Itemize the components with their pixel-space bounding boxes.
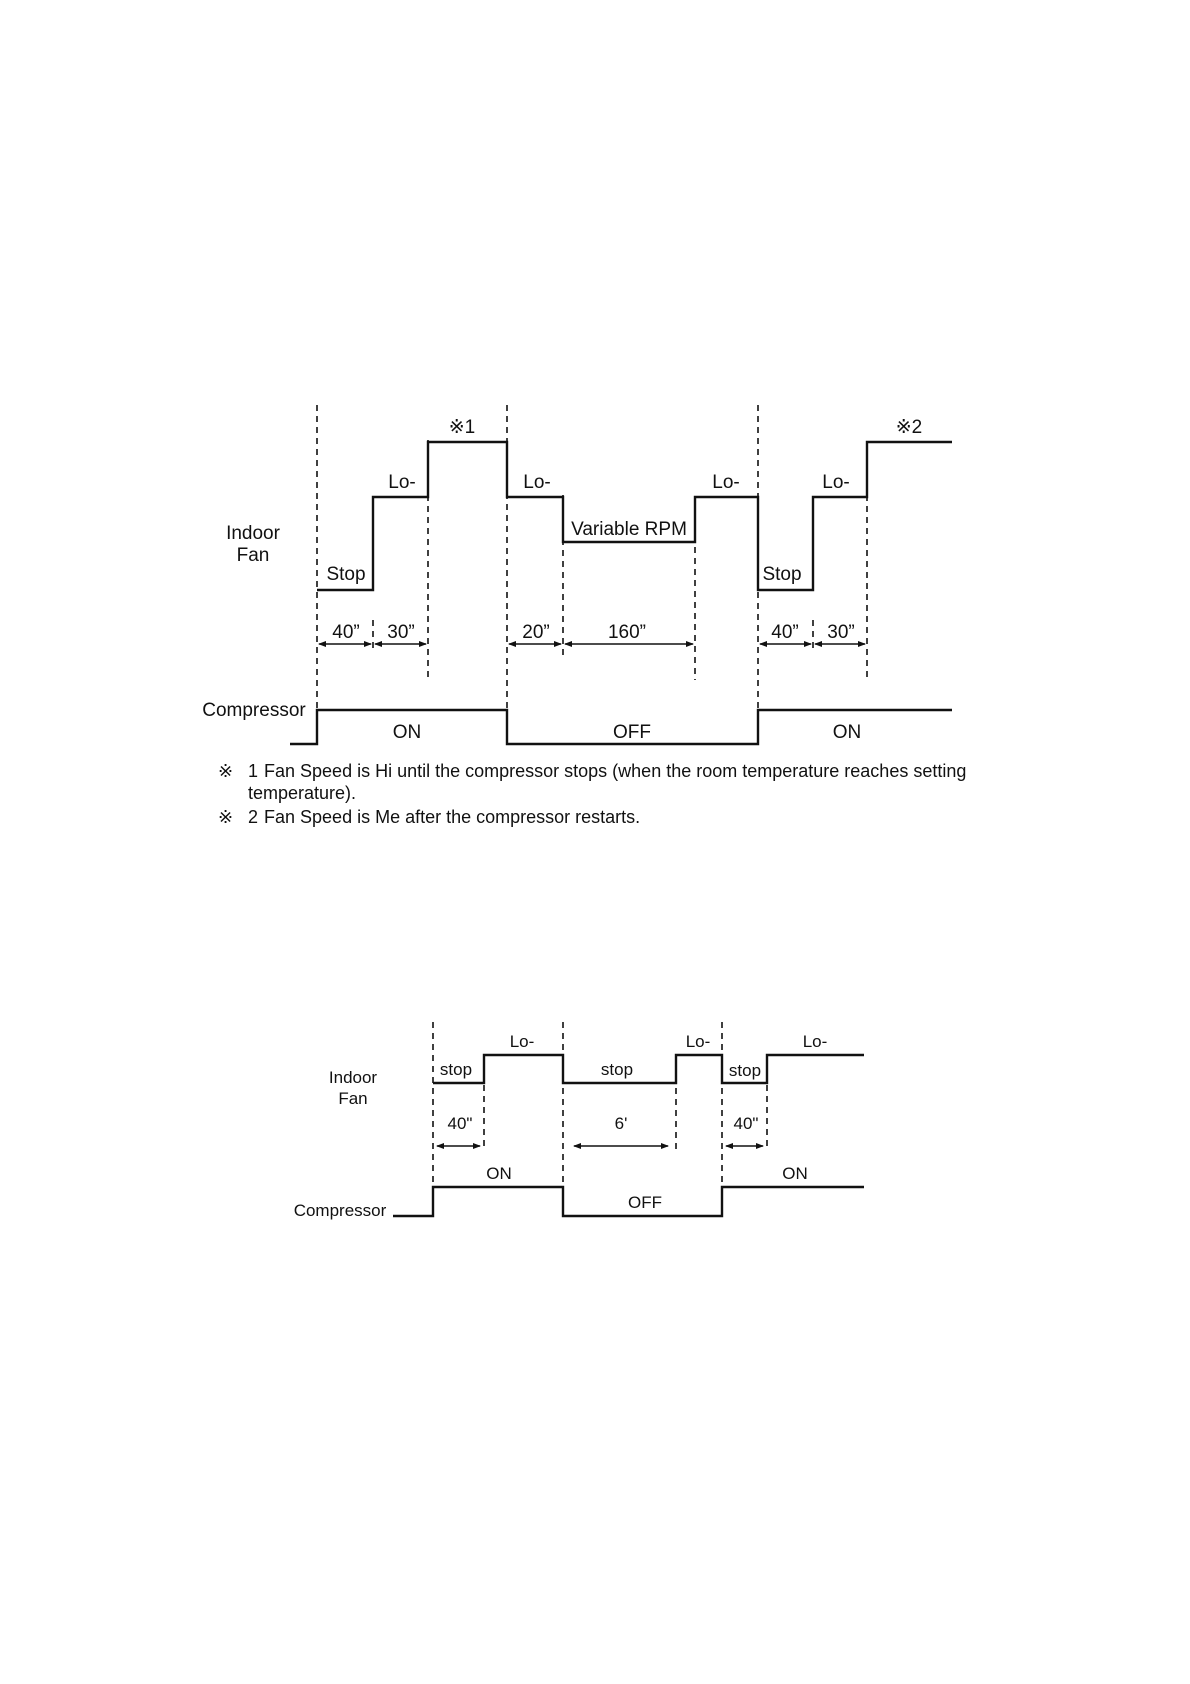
interval-label: 160” bbox=[608, 622, 646, 643]
interval-label: 40” bbox=[332, 622, 359, 643]
fan-state-stop: stop bbox=[440, 1060, 472, 1079]
footnote-text: Fan Speed is Hi until the compressor sto… bbox=[248, 761, 967, 803]
fan-label: Fan bbox=[338, 1089, 367, 1108]
indoor-fan-waveform bbox=[317, 440, 952, 592]
fan-state-stop: Stop bbox=[762, 564, 801, 585]
fan-state-lo: Lo- bbox=[510, 1032, 535, 1051]
fan-state-variable-rpm: Variable RPM bbox=[571, 519, 687, 540]
fan-state-stop: stop bbox=[601, 1060, 633, 1079]
footnote-mark: ※ bbox=[218, 761, 234, 781]
diagram-2: Indoor Fan Compressor stop Lo- stop Lo- … bbox=[294, 1022, 864, 1220]
compressor-waveform bbox=[290, 708, 952, 746]
fan-state-lo: Lo- bbox=[686, 1032, 711, 1051]
fan-label: Fan bbox=[237, 545, 270, 566]
indoor-label: Indoor bbox=[329, 1068, 378, 1087]
compressor-label: Compressor bbox=[202, 700, 306, 721]
compressor-state-on: ON bbox=[782, 1164, 808, 1183]
interval-label: 40" bbox=[448, 1114, 473, 1133]
interval-label: 40” bbox=[771, 622, 798, 643]
footnote-mark: ※ bbox=[218, 807, 234, 827]
interval-label: 30” bbox=[387, 622, 414, 643]
fan-state-lo: Lo- bbox=[712, 472, 739, 493]
compressor-waveform bbox=[393, 1185, 864, 1218]
fan-state-lo: Lo- bbox=[388, 472, 415, 493]
indoor-fan-waveform bbox=[433, 1053, 864, 1085]
compressor-state-off: OFF bbox=[628, 1193, 662, 1212]
interval-label: 6' bbox=[615, 1114, 628, 1133]
compressor-state-on: ON bbox=[486, 1164, 512, 1183]
compressor-state-on: ON bbox=[833, 722, 862, 743]
note-mark-1: ※1 bbox=[449, 417, 476, 438]
footnote-number: 2 bbox=[248, 807, 259, 827]
interval-label: 30” bbox=[827, 622, 854, 643]
diagram-1: Indoor Fan Compressor Stop Lo- ※1 Lo- Va… bbox=[202, 405, 952, 746]
fan-state-lo: Lo- bbox=[523, 472, 550, 493]
note-mark-2: ※2 bbox=[896, 417, 923, 438]
compressor-state-off: OFF bbox=[613, 722, 651, 743]
compressor-state-on: ON bbox=[393, 722, 422, 743]
footnote-text: Fan Speed is Me after the compressor res… bbox=[264, 807, 641, 827]
indoor-label: Indoor bbox=[226, 523, 281, 544]
interval-label: 20” bbox=[522, 622, 549, 643]
interval-label: 40" bbox=[734, 1114, 759, 1133]
compressor-label: Compressor bbox=[294, 1201, 387, 1220]
fan-state-stop: Stop bbox=[326, 564, 365, 585]
fan-state-lo: Lo- bbox=[822, 472, 849, 493]
fan-state-stop: stop bbox=[729, 1061, 761, 1080]
footnote-number: 1 bbox=[248, 761, 259, 781]
fan-state-lo: Lo- bbox=[803, 1032, 828, 1051]
